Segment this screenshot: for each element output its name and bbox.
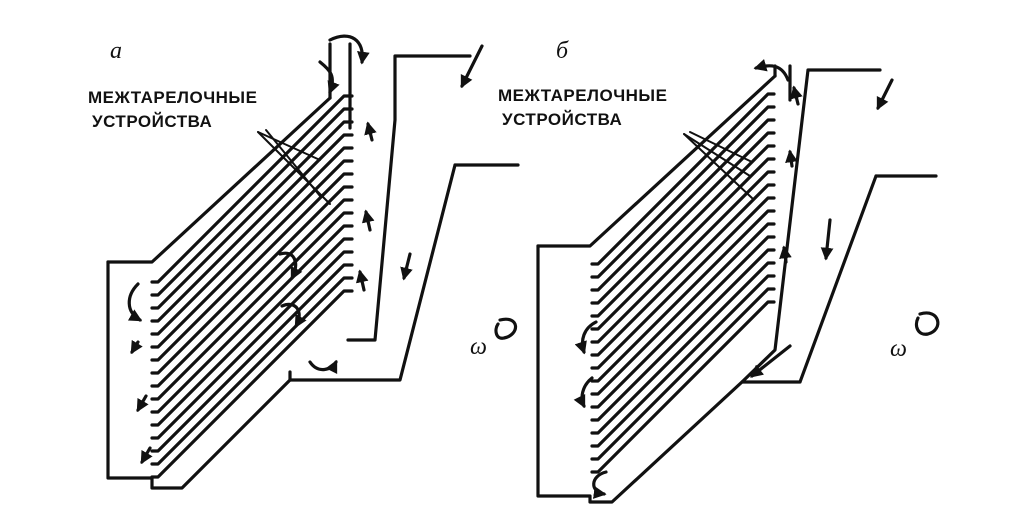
panel-a: [106, 34, 520, 490]
panel-b-disc: [590, 300, 776, 474]
panel-a-disc: [150, 237, 354, 427]
panel-a-disc: [150, 289, 354, 479]
panel-a-disc: [150, 198, 354, 388]
panel-a-disc: [150, 107, 354, 297]
panel-b-disc: [590, 183, 776, 357]
panel-a-disc: [150, 276, 354, 466]
panel-a-disc: [150, 211, 354, 401]
panel-a-label: МЕЖТАРЕЛОЧНЫЕ УСТРОЙСТВА: [88, 86, 257, 134]
panel-a-disc: [150, 185, 354, 375]
panel-b-disc: [590, 170, 776, 344]
panel-a-omega: ω: [470, 334, 487, 360]
panel-b-disc: [590, 157, 776, 331]
panel-b-disc: [590, 144, 776, 318]
panel-b-disc: [590, 274, 776, 448]
panel-b-disc: [590, 105, 776, 279]
panel-b-disc: [590, 222, 776, 396]
panel-a-disc: [150, 224, 354, 414]
panel-b-disc: [590, 118, 776, 292]
panel-b-label-leaders: [683, 131, 753, 199]
panel-a-label-line2: УСТРОЙСТВА: [92, 112, 213, 131]
panel-a-disc: [150, 159, 354, 349]
panel-a-label-leaders: [257, 129, 331, 205]
panel-a-disc: [150, 250, 354, 440]
panel-b-disc: [590, 209, 776, 383]
panel-a-disc-stack: [150, 94, 354, 479]
panel-a-flow-arrows: [127, 34, 484, 465]
panel-b-disc: [590, 261, 776, 435]
panel-b-disc: [590, 196, 776, 370]
panel-a-disc: [150, 133, 354, 323]
panel-b-rotation-arrow: [914, 311, 940, 336]
panel-a-disc: [150, 94, 354, 284]
panel-b-disc: [590, 131, 776, 305]
panel-b: [536, 59, 940, 504]
panel-b-outer-casing: [536, 244, 744, 504]
panel-a-rotation-arrow: [494, 317, 518, 340]
panel-b-disc: [590, 248, 776, 422]
panel-b-letter: б: [556, 38, 569, 64]
panel-a-disc: [150, 172, 354, 362]
panel-a-letter: а: [110, 38, 122, 64]
panel-a-label-line1: МЕЖТАРЕЛОЧНЫЕ: [88, 88, 258, 107]
panel-b-disc-stack: [590, 92, 776, 474]
panel-a-rotor-contour: [288, 54, 520, 382]
panel-a-disc: [150, 120, 354, 310]
panel-a-disc: [150, 263, 354, 453]
panel-b-label-line2: УСТРОЙСТВА: [502, 110, 623, 129]
panel-b-label: МЕЖТАРЕЛОЧНЫЕ УСТРОЙСТВА: [498, 84, 667, 132]
panel-b-disc: [590, 235, 776, 409]
panel-b-disc: [590, 287, 776, 461]
panel-b-upper-wall: [536, 74, 777, 248]
panel-b-omega: ω: [890, 336, 907, 362]
panel-a-upper-wall: [106, 96, 332, 264]
panel-b-flow-arrows: [573, 59, 894, 499]
panel-b-disc: [590, 92, 776, 266]
panel-a-disc: [150, 146, 354, 336]
panel-b-label-line1: МЕЖТАРЕЛОЧНЫЕ: [498, 86, 668, 105]
